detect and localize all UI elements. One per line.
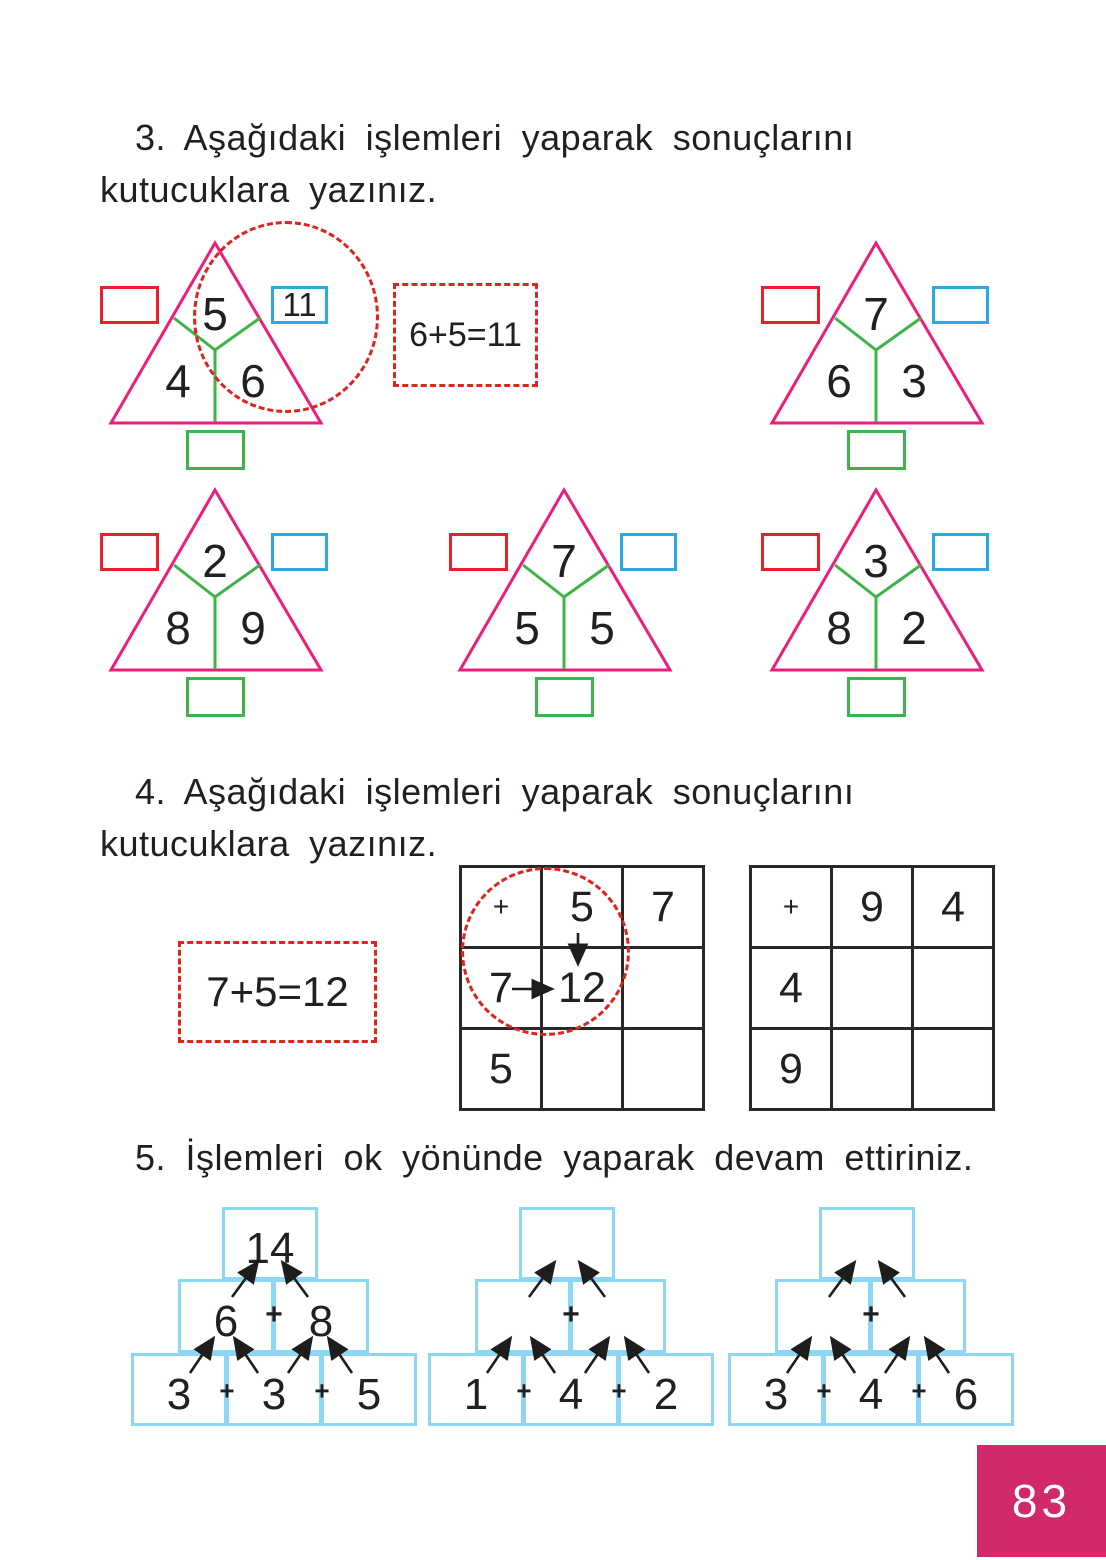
- triangle-number-left: 8: [165, 602, 191, 654]
- triangle-number-top: 3: [863, 535, 889, 587]
- answer-box-red[interactable]: [449, 533, 508, 571]
- exercise3-heading-line2: kutucuklara yazınız.: [100, 169, 438, 210]
- pyramid-bottom-box: 4: [823, 1353, 919, 1426]
- answer-box-blue[interactable]: [932, 533, 989, 571]
- addition-table-2: + 9 4 4 9: [749, 865, 995, 1111]
- number-pyramid-3: 3 4 6 + + +: [728, 1207, 1014, 1426]
- answer-box-green[interactable]: [535, 677, 594, 717]
- answer-box-blue[interactable]: [271, 533, 328, 571]
- pyramid-bottom-box: 3: [226, 1353, 322, 1426]
- pyramid-bottom-box: 1: [428, 1353, 524, 1426]
- example-highlight-circle: [461, 867, 630, 1036]
- pyramid-middle-box: 6: [178, 1279, 274, 1353]
- number-pyramid-1: 14 6 8 3 3 5 + + +: [131, 1207, 417, 1426]
- pyramid-top-box: 14: [222, 1207, 318, 1280]
- answer-box-green[interactable]: [186, 677, 245, 717]
- plus-sign: +: [314, 1375, 330, 1406]
- pyramid-middle-box: 8: [273, 1279, 369, 1353]
- triangle-number-right: 5: [589, 602, 615, 654]
- table-header-cell: 9: [749, 1027, 833, 1111]
- triangle-number-left: 4: [165, 355, 191, 407]
- table-header-cell: 4: [749, 946, 833, 1030]
- triangle-shape: [108, 487, 324, 672]
- triangle-number-right: 2: [901, 602, 927, 654]
- example-equation-box: 6+5=11: [393, 283, 538, 387]
- table-answer-cell[interactable]: [830, 1027, 914, 1111]
- table-answer-cell[interactable]: [830, 946, 914, 1030]
- triangle-number-left: 6: [826, 355, 852, 407]
- table-header-cell: 5: [459, 1027, 543, 1111]
- answer-box-red[interactable]: [761, 533, 820, 571]
- triangle-number-top: 7: [551, 535, 577, 587]
- plus-sign: +: [862, 1298, 880, 1331]
- example-equation: 6+5=11: [409, 315, 522, 354]
- example-highlight-circle: [193, 221, 379, 413]
- exercise4-heading: 4. Aşağıdaki işlemleri yaparak sonuçları…: [100, 766, 854, 870]
- pyramid-middle-box[interactable]: [475, 1279, 571, 1353]
- answer-box-red[interactable]: [761, 286, 820, 324]
- answer-box-blue[interactable]: [620, 533, 677, 571]
- page-number-badge: 83: [977, 1445, 1106, 1557]
- pyramid-middle-box[interactable]: [570, 1279, 666, 1353]
- table-answer-cell[interactable]: [911, 946, 995, 1030]
- plus-sign: +: [516, 1375, 532, 1406]
- addition-triangle-5: 3 8 2: [756, 484, 996, 719]
- triangle-number-right: 3: [901, 355, 927, 407]
- plus-sign: +: [219, 1375, 235, 1406]
- pyramid-top-box[interactable]: [819, 1207, 915, 1280]
- pyramid-bottom-box: 5: [321, 1353, 417, 1426]
- table-answer-cell[interactable]: [621, 1027, 705, 1111]
- plus-sign: +: [911, 1375, 927, 1406]
- exercise4-heading-line2: kutucuklara yazınız.: [100, 823, 438, 864]
- pyramid-bottom-box: 3: [131, 1353, 227, 1426]
- triangle-shape: [769, 240, 985, 425]
- table-header-cell: 4: [911, 865, 995, 949]
- answer-box-green[interactable]: [847, 677, 906, 717]
- exercise3-heading: 3. Aşağıdaki işlemleri yaparak sonuçları…: [100, 112, 854, 216]
- pyramid-top-box[interactable]: [519, 1207, 615, 1280]
- answer-box-green[interactable]: [186, 430, 245, 470]
- answer-box-red[interactable]: [100, 533, 159, 571]
- addition-triangle-3: 2 8 9: [95, 484, 335, 719]
- exercise3-heading-line1: 3. Aşağıdaki işlemleri yaparak sonuçları…: [135, 117, 855, 158]
- pyramid-middle-box[interactable]: [870, 1279, 966, 1353]
- pyramid-middle-box[interactable]: [775, 1279, 871, 1353]
- answer-box-green[interactable]: [847, 430, 906, 470]
- table-answer-cell[interactable]: [621, 946, 705, 1030]
- table-header-cell: 9: [830, 865, 914, 949]
- triangle-number-left: 5: [514, 602, 540, 654]
- pyramid-bottom-box: 6: [918, 1353, 1014, 1426]
- exercise5-heading: 5. İşlemleri ok yönünde yaparak devam et…: [135, 1132, 973, 1184]
- plus-sign: +: [816, 1375, 832, 1406]
- plus-sign: +: [265, 1298, 283, 1331]
- example-equation-box: 7+5=12: [178, 941, 377, 1043]
- table-operator-cell: +: [749, 865, 833, 949]
- answer-box-blue[interactable]: [932, 286, 989, 324]
- addition-triangle-4: 7 5 5: [444, 484, 684, 719]
- pyramid-bottom-box: 2: [618, 1353, 714, 1426]
- number-pyramid-2: 1 4 2 + + +: [428, 1207, 714, 1426]
- exercise5-heading-line1: 5. İşlemleri ok yönünde yaparak devam et…: [135, 1137, 974, 1178]
- triangle-number-left: 8: [826, 602, 852, 654]
- exercise4-heading-line1: 4. Aşağıdaki işlemleri yaparak sonuçları…: [135, 771, 855, 812]
- example-equation: 7+5=12: [206, 968, 349, 1015]
- triangle-number-top: 2: [202, 535, 228, 587]
- table-answer-cell[interactable]: [540, 1027, 624, 1111]
- triangle-number-right: 9: [240, 602, 266, 654]
- table-answer-cell[interactable]: [911, 1027, 995, 1111]
- answer-box-red[interactable]: [100, 286, 159, 324]
- triangle-shape: [769, 487, 985, 672]
- plus-sign: +: [611, 1375, 627, 1406]
- addition-triangle-2: 7 6 3: [756, 237, 996, 472]
- plus-sign: +: [562, 1298, 580, 1331]
- triangle-shape: [457, 487, 673, 672]
- pyramid-bottom-box: 4: [523, 1353, 619, 1426]
- page-number: 83: [1011, 1475, 1072, 1527]
- table-header-cell: 7: [621, 865, 705, 949]
- pyramid-bottom-box: 3: [728, 1353, 824, 1426]
- triangle-number-top: 7: [863, 288, 889, 340]
